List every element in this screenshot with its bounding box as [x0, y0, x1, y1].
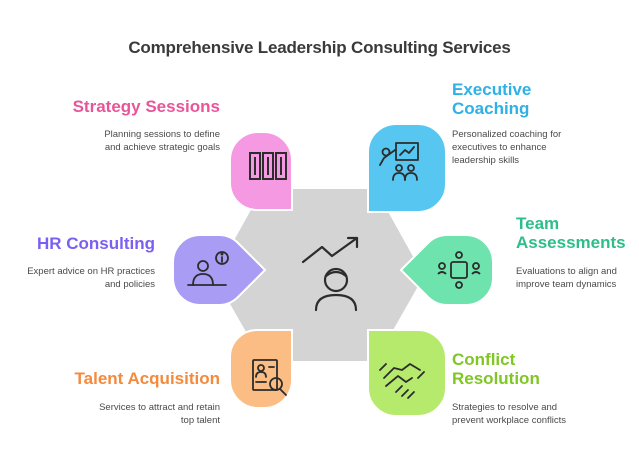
meeting-table-icon	[437, 251, 481, 289]
hr-desc-line1: Expert advice on HR practices	[27, 266, 155, 277]
presentation-icon	[379, 142, 419, 181]
info-person-icon	[187, 251, 229, 286]
team-desc-line1: Evaluations to align and	[516, 266, 617, 277]
leadership-growth-icon	[301, 236, 359, 312]
columns-icon	[249, 152, 287, 180]
hr-shape	[172, 234, 267, 306]
strategy-title: Strategy Sessions	[72, 97, 220, 116]
handshake-icon	[379, 363, 425, 399]
talent-shape	[229, 329, 293, 409]
executive-title-line2: Coaching	[452, 99, 530, 118]
hr-desc-line2: and policies	[104, 279, 155, 290]
team-title-line1: Team	[516, 214, 560, 233]
conflict-desc-line1: Strategies to resolve and	[452, 402, 558, 413]
executive-desc-line1: Personalized coaching for	[452, 129, 562, 140]
executive-desc-line3: leadership skills	[452, 155, 520, 166]
hr-title: HR Consulting	[36, 234, 155, 253]
strategy-desc-line2: and achieve strategic goals	[104, 142, 220, 153]
conflict-title-line1: Conflict	[452, 350, 516, 369]
talent-desc-line1: Services to attract and retain	[99, 402, 220, 413]
team-desc-line2: improve team dynamics	[516, 279, 617, 290]
executive-desc-line2: executives to enhance	[452, 142, 547, 153]
talent-title: Talent Acquisition	[74, 369, 220, 388]
executive-shape	[367, 123, 447, 213]
diagram-title: Comprehensive Leadership Consulting Serv…	[128, 38, 511, 57]
resume-search-icon	[252, 359, 287, 396]
strategy-desc-line1: Planning sessions to define	[104, 129, 220, 140]
executive-title-line1: Executive	[452, 80, 532, 99]
team-title-line2: Assessments	[516, 233, 626, 252]
conflict-title-line2: Resolution	[452, 369, 540, 388]
talent-desc-line2: top talent	[180, 415, 220, 426]
team-shape	[399, 234, 494, 306]
conflict-shape	[367, 329, 447, 417]
conflict-desc-line2: prevent workplace conflicts	[452, 415, 567, 426]
